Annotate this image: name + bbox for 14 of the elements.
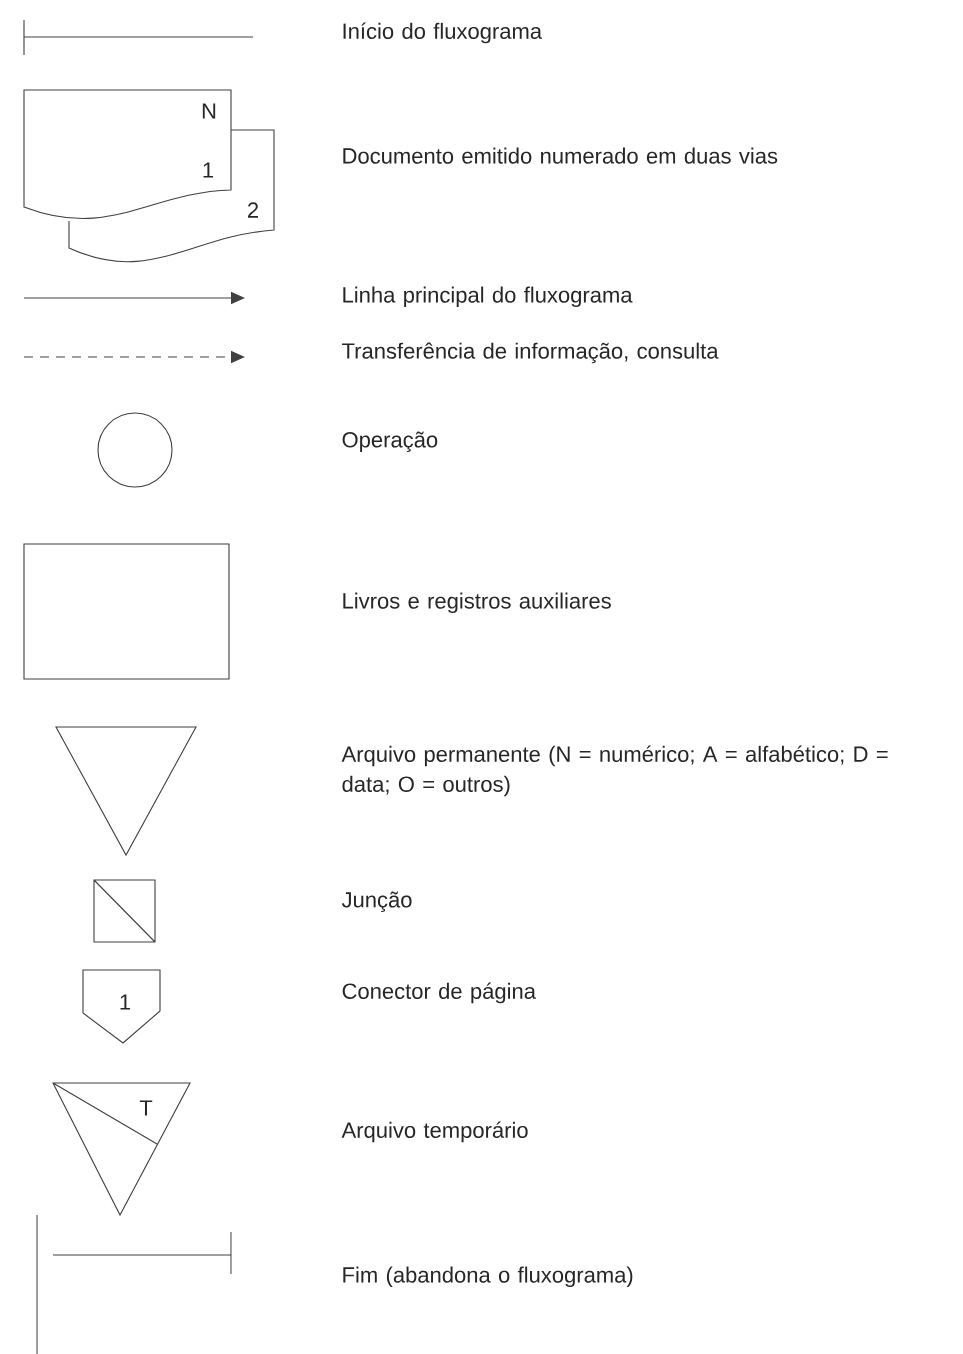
description-text: Operação xyxy=(342,431,438,452)
circle-symbol xyxy=(97,412,173,488)
description-text: Início do fluxograma xyxy=(343,22,543,44)
description-text: Livros e registros auxiliares xyxy=(343,592,611,614)
description-text: Documento emitido numerado em duas vias xyxy=(343,147,778,164)
box-symbol xyxy=(93,879,156,943)
description-text: Conector de página xyxy=(342,982,536,1004)
description-text: Linha principal do fluxograma xyxy=(343,286,633,308)
description-text: Transferência de informação, consulta xyxy=(342,342,719,364)
description-text: Fim (abandona o fluxograma) xyxy=(343,1266,633,1288)
description-text: Junção xyxy=(341,891,412,912)
description-text: Arquivo temporário xyxy=(341,1121,528,1143)
box-symbol xyxy=(23,543,230,680)
description-text: Arquivo permanente (N = numérico; A = alfabético; D = data; O = outros) xyxy=(341,745,888,797)
